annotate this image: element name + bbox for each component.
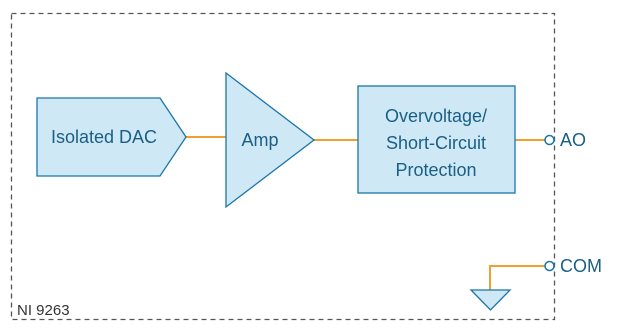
com-terminal bbox=[544, 260, 555, 272]
protection-label-line-2: Short-Circuit bbox=[386, 133, 486, 153]
protection-label-line-3: Protection bbox=[395, 160, 476, 180]
ao-terminal-label: AO bbox=[560, 130, 586, 150]
ao-terminal bbox=[544, 134, 555, 146]
module-boundary bbox=[10, 12, 556, 321]
amp-label: Amp bbox=[241, 130, 278, 150]
isolated-dac-label: Isolated DAC bbox=[51, 127, 157, 147]
protection-block bbox=[357, 85, 516, 194]
protection-label-line-1: Overvoltage/ bbox=[385, 106, 487, 126]
module-name-label: NI 9263 bbox=[17, 302, 70, 319]
amp-block bbox=[225, 71, 316, 209]
isolated-dac-block bbox=[36, 97, 187, 177]
com-terminal-label: COM bbox=[560, 256, 602, 276]
wire-com-to-ground bbox=[489, 265, 545, 290]
ground-icon bbox=[469, 289, 512, 311]
